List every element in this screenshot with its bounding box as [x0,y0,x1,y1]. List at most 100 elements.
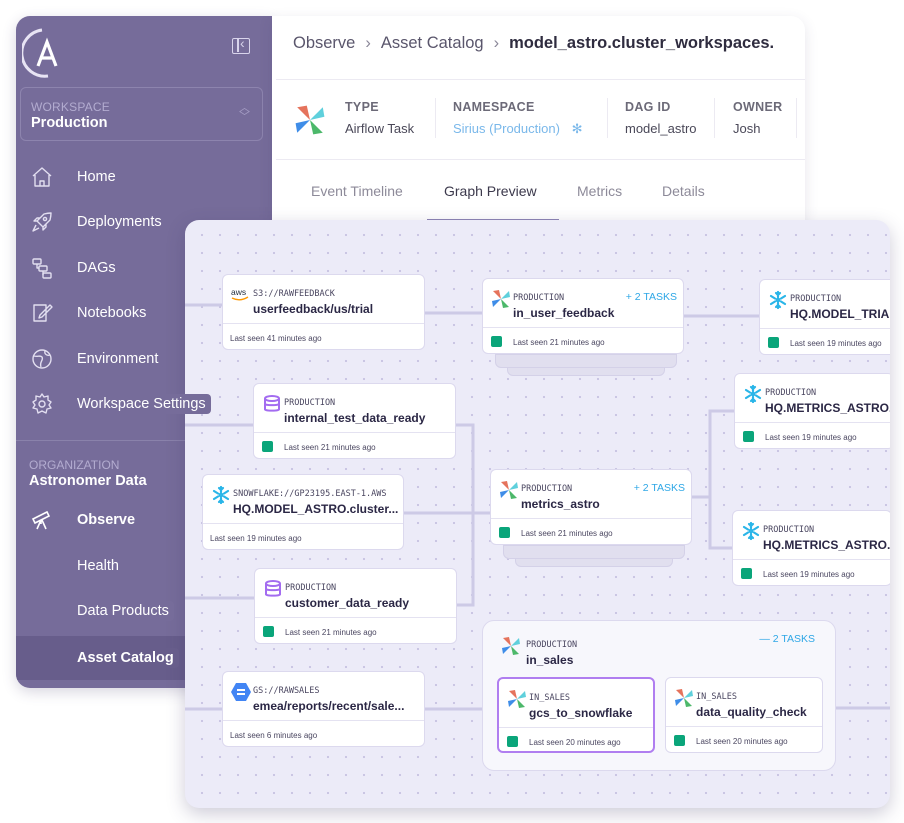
status-ok-icon [743,431,754,442]
node-namespace: PRODUCTION [284,398,336,408]
status-ok-icon [741,568,752,579]
node-namespace: SNOWFLAKE://GP23195.EAST-1.AWS [233,489,387,499]
breadcrumb-asset-catalog[interactable]: Asset Catalog [380,34,484,52]
expand-tasks-button[interactable]: + 2 TASKS [633,482,685,494]
edge [708,497,732,550]
last-seen: Last seen 21 minutes ago [285,628,377,637]
sidebar-item-home[interactable]: Home [16,155,272,199]
graph-node-gcs-to-snowflake[interactable]: IN_SALES gcs_to_snowflake Last seen 20 m… [497,677,655,753]
graph-node-hq-model-astro-cluster[interactable]: SNOWFLAKE://GP23195.EAST-1.AWS HQ.MODEL_… [202,474,404,550]
last-seen: Last seen 19 minutes ago [763,570,855,579]
node-namespace: IN_SALES [696,692,737,702]
airflow-icon [499,480,519,500]
home-icon [32,167,52,187]
edge [457,513,475,607]
breadcrumb-current: model_astro.cluster_workspaces. [509,34,775,52]
tab-graph-preview[interactable]: Graph Preview [444,183,537,199]
graph-edges [185,303,890,711]
node-name: HQ.METRICS_ASTRO. [765,401,890,415]
last-seen: Last seen 19 minutes ago [210,534,302,543]
asset-detail-panel: Observe›Asset Catalog›model_astro.cluste… [272,16,805,226]
namespace-link[interactable]: Sirius (Production) ✻ [453,121,583,136]
node-name: userfeedback/us/trial [253,302,374,316]
expand-tasks-button[interactable]: + 2 TASKS [625,291,677,303]
collapse-sidebar-icon[interactable] [232,35,250,54]
graph-node-emea-reports-recent-sale[interactable]: GS://RAWSALES emea/reports/recent/sale..… [222,671,425,747]
astronomer-logo [22,28,58,78]
graph-node-customer-data-ready[interactable]: PRODUCTION customer_data_ready Last seen… [254,568,457,644]
node-name: in_user_feedback [513,306,615,320]
node-name: gcs_to_snowflake [529,706,633,720]
tab-event-timeline[interactable]: Event Timeline [311,183,403,199]
node-namespace: PRODUCTION [521,484,573,494]
sidebar-item-data-products[interactable]: Data Products [16,589,272,633]
node-namespace: PRODUCTION [790,294,842,304]
last-seen: Last seen 19 minutes ago [790,339,882,348]
graph-node-hq-model-trial[interactable]: PRODUCTION HQ.MODEL_TRIAL Last seen 19 m… [759,279,890,355]
sidebar-item-deployments[interactable]: Deployments [16,200,272,244]
node-name: HQ.MODEL_ASTRO.cluster... [233,502,399,516]
database-icon [262,394,282,414]
notebook-icon [33,304,53,322]
graph-node-internal-test-data-ready[interactable]: PRODUCTION internal_test_data_ready Last… [253,383,456,459]
sidebar-item-environment[interactable]: Environment [16,337,272,381]
last-seen: Last seen 41 minutes ago [230,334,322,343]
graph-node-hq-metrics-astro[interactable]: PRODUCTION HQ.METRICS_ASTRO. Last seen 1… [734,373,890,449]
breadcrumb-observe[interactable]: Observe [293,34,356,52]
node-namespace: PRODUCTION [763,525,815,535]
status-ok-icon [768,337,779,348]
last-seen: Last seen 20 minutes ago [696,737,788,746]
last-seen: Last seen 6 minutes ago [230,731,318,740]
dag-icon [32,258,52,279]
divider [16,440,272,441]
graph-node-metrics-astro[interactable]: PRODUCTION metrics_astro Last seen 21 mi… [490,469,692,545]
sidebar-item-observe[interactable]: Observe [16,498,272,542]
status-ok-icon [263,626,274,637]
graph-node-in-user-feedback[interactable]: PRODUCTION in_user_feedback Last seen 21… [482,278,684,354]
snowflake-icon [211,485,231,505]
tab-metrics[interactable]: Metrics [577,183,623,199]
node-namespace: S3://RAWFEEDBACK [253,289,335,299]
node-namespace: PRODUCTION [765,388,817,398]
sidebar-item-workspace-settings[interactable]: Workspace Settings [16,382,272,426]
snowflake-icon [743,384,763,404]
node-name: data_quality_check [696,705,807,719]
sidebar-item-dags[interactable]: DAGs [16,246,272,290]
last-seen: Last seen 21 minutes ago [284,443,376,452]
airflow-icon [674,688,694,708]
organization-name: Astronomer Data [29,473,147,489]
gear-icon [32,393,52,414]
airflow-icon [507,689,527,709]
sidebar-item-notebooks[interactable]: Notebooks [16,291,272,335]
status-ok-icon [507,736,518,747]
last-seen: Last seen 21 minutes ago [513,338,605,347]
last-seen: Last seen 20 minutes ago [529,738,621,747]
node-namespace: PRODUCTION [513,293,565,303]
gcs-icon [231,682,251,702]
node-name: internal_test_data_ready [284,411,426,425]
last-seen: Last seen 19 minutes ago [765,433,857,442]
workspace-selector[interactable]: WORKSPACE Production ︿﹀ [20,87,263,141]
collapse-tasks-button[interactable]: — 2 TASKS [759,633,815,645]
breadcrumb: Observe›Asset Catalog›model_astro.cluste… [293,34,775,52]
chevron-updown-icon: ︿﹀ [239,102,250,123]
airflow-icon [502,637,520,655]
lineage-graph[interactable]: PRODUCTION in_sales — 2 TASKS aws S3://R… [185,220,890,808]
snowflake-icon [741,521,761,541]
globe-icon [32,349,52,369]
sidebar-item-health[interactable]: Health [16,544,272,588]
graph-node-data-quality-check[interactable]: IN_SALES data_quality_check Last seen 20… [665,677,823,753]
graph-node-userfeedback-us-trial[interactable]: aws S3://RAWFEEDBACK userfeedback/us/tri… [222,274,425,350]
edge [456,423,490,515]
status-ok-icon [674,735,685,746]
tab-details[interactable]: Details [662,183,705,199]
node-name: customer_data_ready [285,596,410,610]
airflow-icon [295,105,325,135]
node-namespace: PRODUCTION [285,583,337,593]
status-ok-icon [499,527,510,538]
graph-node-hq-metrics-astro[interactable]: PRODUCTION HQ.METRICS_ASTRO. Last seen 1… [732,510,890,586]
node-namespace: GS://RAWSALES [253,686,320,696]
pinwheel-icon: ✻ [571,121,583,136]
node-name: metrics_astro [521,497,600,511]
node-namespace: IN_SALES [529,693,570,703]
